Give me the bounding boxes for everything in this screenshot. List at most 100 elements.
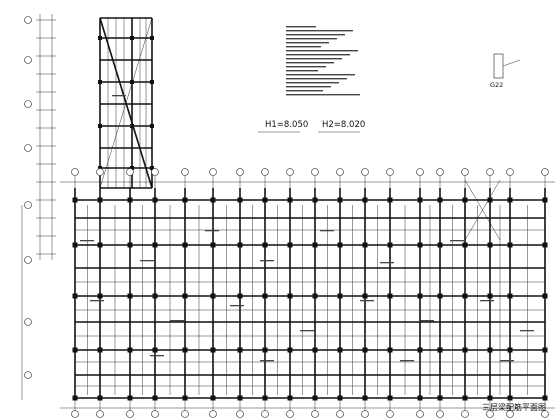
beam-annotation (260, 260, 274, 262)
column (262, 242, 268, 248)
beam-annotation (500, 360, 514, 362)
column (362, 347, 368, 353)
column (210, 293, 216, 299)
beam-annotation (170, 320, 184, 322)
column (312, 197, 318, 203)
column (312, 347, 318, 353)
note-line (286, 30, 353, 32)
column (387, 293, 393, 299)
column (487, 347, 493, 353)
axis-bubble (506, 410, 514, 418)
column (487, 395, 493, 401)
axis-bubble (486, 168, 494, 176)
column (127, 293, 133, 299)
column (237, 347, 243, 353)
note-line (286, 82, 339, 84)
note-line (286, 78, 347, 80)
column (542, 347, 548, 353)
axis-bubble (311, 410, 319, 418)
axis-bubble (261, 168, 269, 176)
axis-bubble (361, 410, 369, 418)
note-line (286, 46, 321, 48)
column (337, 395, 343, 401)
note-line (286, 50, 358, 52)
column (210, 242, 216, 248)
axis-bubbles (24, 16, 549, 418)
column (287, 395, 293, 401)
column (127, 347, 133, 353)
beam-annotation (150, 355, 164, 357)
axis-bubble (311, 168, 319, 176)
axis-bubble (24, 318, 32, 326)
note-line (286, 86, 331, 88)
column (98, 166, 102, 170)
drawing-caption: 三层梁配筋平面图 (482, 403, 546, 412)
column (462, 395, 468, 401)
note-line (286, 26, 316, 28)
column (362, 197, 368, 203)
axis-bubble (126, 168, 134, 176)
axis-bubble (209, 168, 217, 176)
column (97, 347, 103, 353)
note-line (286, 38, 337, 40)
axis-bubble (71, 410, 79, 418)
column (417, 395, 423, 401)
column (507, 347, 513, 353)
column-marks (72, 36, 548, 401)
column (362, 242, 368, 248)
axis-bubble (24, 100, 32, 108)
axis-bubble (541, 410, 549, 418)
column (387, 347, 393, 353)
axis-bubble (261, 410, 269, 418)
axis-bubble (336, 410, 344, 418)
column (337, 293, 343, 299)
beam-annotation (118, 125, 132, 127)
beam-annotation (300, 330, 314, 332)
axis-bubble (181, 168, 189, 176)
column (337, 347, 343, 353)
beam-annotation (140, 260, 154, 262)
beam-annotation (520, 330, 534, 332)
axis-bubble (96, 410, 104, 418)
axis-bubble (24, 56, 32, 64)
axis-bubble (151, 410, 159, 418)
column (487, 197, 493, 203)
column (417, 197, 423, 203)
wing-diagonal (99, 17, 153, 189)
note-line (286, 54, 350, 56)
axis-bubble (236, 410, 244, 418)
column (98, 124, 102, 128)
column (437, 347, 443, 353)
axis-bubble (541, 168, 549, 176)
axis-bubble (71, 168, 79, 176)
column (237, 395, 243, 401)
elevation-label-h2: H2=8.020 (322, 120, 366, 130)
note-line (286, 70, 318, 72)
column (152, 242, 158, 248)
column (127, 197, 133, 203)
beam-annotation (320, 230, 334, 232)
column (150, 36, 154, 40)
note-line (286, 94, 360, 96)
beam-annotation (205, 230, 219, 232)
column (237, 197, 243, 203)
beam-annotation (230, 305, 244, 307)
column (210, 395, 216, 401)
column (362, 293, 368, 299)
axis-bubble (286, 168, 294, 176)
column (237, 293, 243, 299)
column (462, 197, 468, 203)
column (152, 293, 158, 299)
column (462, 347, 468, 353)
column (182, 293, 188, 299)
note-line (286, 66, 326, 68)
axis-bubble (151, 168, 159, 176)
axis-bubble (24, 144, 32, 152)
column (262, 197, 268, 203)
column (98, 80, 102, 84)
axis-bubble (24, 16, 32, 24)
beam-annotation (80, 240, 94, 242)
column (387, 197, 393, 203)
column (337, 242, 343, 248)
column (97, 242, 103, 248)
